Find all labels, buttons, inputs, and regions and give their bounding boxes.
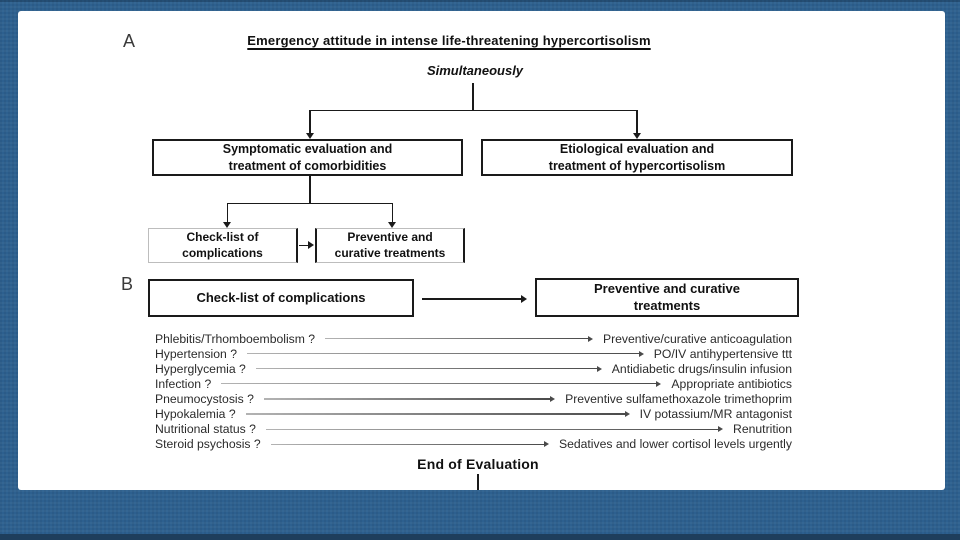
complication-label: Pneumocystosis ? <box>155 391 254 406</box>
treatment-label: Antidiabetic drugs/insulin infusion <box>611 361 792 376</box>
complication-row: Hypokalemia ? IV potassium/MR antagonist <box>155 406 792 421</box>
complication-label: Phlebitis/Trhomboembolism ? <box>155 331 316 346</box>
treatment-label: Appropriate antibiotics <box>671 376 792 391</box>
connector-line <box>309 176 311 203</box>
arrow-down-connector <box>226 202 228 222</box>
complication-row: Phlebitis/Trhomboembolism ? Preventive/c… <box>155 331 792 346</box>
box-preventive-curative-treatments: Preventive and curative treatments <box>535 278 799 317</box>
arrow-down-connector <box>309 109 311 133</box>
panel-a-label: A <box>123 31 136 51</box>
complication-row: Hypertension ? PO/IV antihypertensive tt… <box>155 346 792 361</box>
arrow-line <box>221 383 658 385</box>
top-edge-shade <box>0 0 960 2</box>
complication-label: Hypokalemia ? <box>155 407 236 422</box>
box-checklist-small: Check-list of complications <box>148 228 298 263</box>
connector-line <box>226 202 393 204</box>
connector-line <box>472 83 474 110</box>
complication-row: Pneumocystosis ? Preventive sulfamethoxa… <box>155 391 792 406</box>
arrow-line <box>325 337 589 340</box>
treatment-label: Sedatives and lower cortisol levels urge… <box>558 437 792 452</box>
arrow-line <box>270 443 545 445</box>
complication-row: Steroid psychosis ? Sedatives and lower … <box>155 437 792 452</box>
treatment-label: Preventive sulfamethoxazole trimethoprim <box>565 391 792 406</box>
bottom-bar <box>0 534 960 540</box>
box-etiological-evaluation: Etiological evaluation and treatment of … <box>481 139 793 176</box>
box-treatments-small: Preventive and curative treatments <box>315 228 465 263</box>
arrow-down-connector <box>636 109 638 133</box>
complication-label: Nutritional status ? <box>155 422 256 437</box>
connector-line <box>477 474 479 490</box>
slide-canvas: A Emergency attitude in intense life-thr… <box>18 11 945 490</box>
complication-label: Hypertension ? <box>155 346 237 361</box>
arrow-down-connector <box>391 202 393 222</box>
arrow-line <box>265 428 720 430</box>
arrow-line <box>246 353 640 355</box>
connector-line <box>309 109 637 111</box>
diagram-title: Emergency attitude in intense life-threa… <box>247 33 651 48</box>
treatment-label: PO/IV antihypertensive ttt <box>653 346 792 361</box>
arrow-line <box>255 368 598 370</box>
complication-row: Infection ? Appropriate antibiotics <box>155 376 792 391</box>
box-symptomatic-evaluation: Symptomatic evaluation and treatment of … <box>152 139 463 176</box>
complication-label: Infection ? <box>155 376 212 391</box>
complications-list: Phlebitis/Trhomboembolism ? Preventive/c… <box>155 331 792 452</box>
complication-row: Nutritional status ? Renutrition <box>155 422 792 437</box>
arrow-right-connector <box>422 298 522 300</box>
complication-label: Steroid psychosis ? <box>155 437 261 452</box>
arrow-line <box>263 398 552 400</box>
complication-label: Hyperglycemia ? <box>155 361 246 376</box>
panel-b-label: B <box>121 274 134 294</box>
arrow-right-connector <box>299 244 309 246</box>
arrow-line <box>245 413 626 415</box>
treatment-label: Renutrition <box>733 422 792 437</box>
end-of-evaluation-label: End of Evaluation <box>417 456 539 472</box>
treatment-label: Preventive/curative anticoagulation <box>602 331 792 346</box>
box-checklist-of-complications: Check-list of complications <box>148 279 414 317</box>
treatment-label: IV potassium/MR antagonist <box>639 407 792 422</box>
complication-row: Hyperglycemia ? Antidiabetic drugs/insul… <box>155 361 792 376</box>
simultaneously-label: Simultaneously <box>426 63 524 78</box>
